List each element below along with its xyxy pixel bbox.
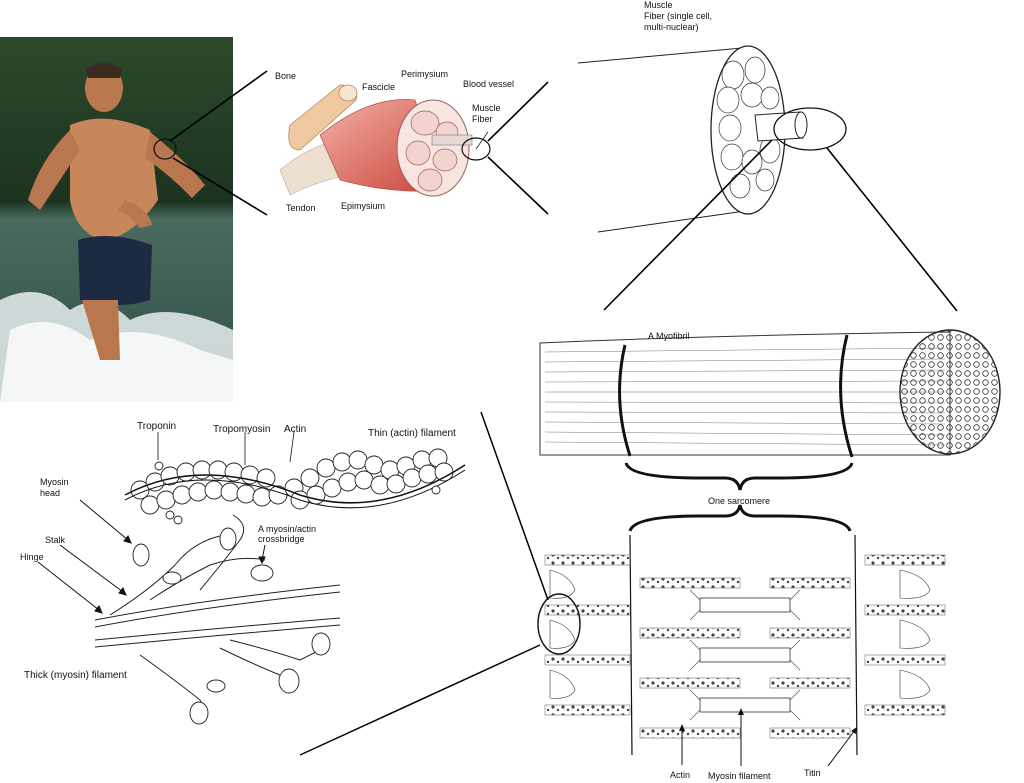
label-hinge: Hinge (20, 552, 44, 562)
label-troponin: Troponin (137, 421, 176, 432)
sarcomere-brace-top (624, 462, 854, 491)
label-myosin-head-b: head (40, 488, 60, 498)
myofibril-drawing (539, 329, 1001, 458)
label-thick-filament: Thick (myosin) filament (24, 670, 127, 681)
label-epimysium: Epimysium (341, 201, 385, 211)
label-muscle-fiber-title: Muscle (644, 0, 673, 10)
label-tendon: Tendon (286, 203, 316, 213)
label-bone: Bone (275, 71, 296, 81)
thin-filament-drawing (124, 448, 466, 525)
label-muscle-fiber-a: Muscle (472, 103, 501, 113)
label-actin-bottom: Actin (670, 770, 690, 780)
label-myofibril: A Myofibril (648, 331, 690, 341)
label-stalk: Stalk (45, 535, 66, 545)
label-one-sarcomere: One sarcomere (708, 496, 770, 506)
sarcomere-detail (537, 534, 946, 767)
label-perimysium: Perimysium (401, 69, 448, 79)
runner-photo (0, 37, 233, 402)
label-crossbridge-a: A myosin/actin (258, 524, 316, 534)
label-fascicle: Fascicle (362, 82, 395, 92)
muscle-fiber-bundle (577, 45, 847, 233)
label-muscle-fiber-sub2: multi-nuclear) (644, 22, 699, 32)
label-titin: Titin (804, 768, 821, 778)
label-thin-filament: Thin (actin) filament (368, 428, 456, 439)
label-muscle-fiber-b: Fiber (472, 114, 493, 124)
labels: Muscle Fiber (single cell, multi-nuclear… (20, 0, 821, 781)
label-muscle-fiber-sub1: Fiber (single cell, (644, 11, 712, 21)
sarcomere-brace-bottom (628, 504, 852, 532)
label-myosin-head-a: Myosin (40, 477, 69, 487)
label-actin-top: Actin (284, 424, 306, 435)
myosin-heads (132, 527, 331, 725)
label-myosin-filament: Myosin filament (708, 771, 771, 781)
label-tropomyosin: Tropomyosin (213, 424, 270, 435)
label-crossbridge-b: crossbridge (258, 534, 305, 544)
label-blood-vessel: Blood vessel (463, 79, 514, 89)
muscle-cross-section (279, 84, 491, 197)
